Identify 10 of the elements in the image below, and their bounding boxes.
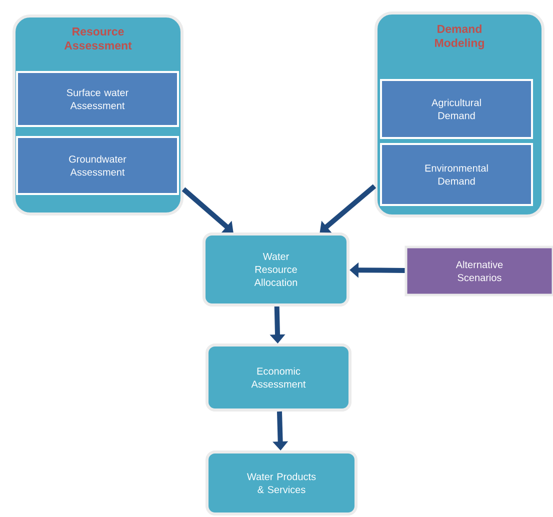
process-box: Groundwater Assessment — [16, 136, 179, 195]
process-box: Economic Assessment — [206, 344, 352, 412]
process-box: Agricultural Demand — [380, 79, 533, 139]
process-box: Environmental Demand — [380, 143, 533, 206]
process-box: Water Resource Allocation — [202, 232, 350, 306]
process-box: Surface water Assessment — [16, 71, 179, 127]
input-box: Alternative Scenarios — [404, 246, 553, 296]
process-box: Water Products & Services — [206, 450, 358, 516]
arrow — [320, 184, 376, 233]
arrow — [182, 187, 234, 232]
